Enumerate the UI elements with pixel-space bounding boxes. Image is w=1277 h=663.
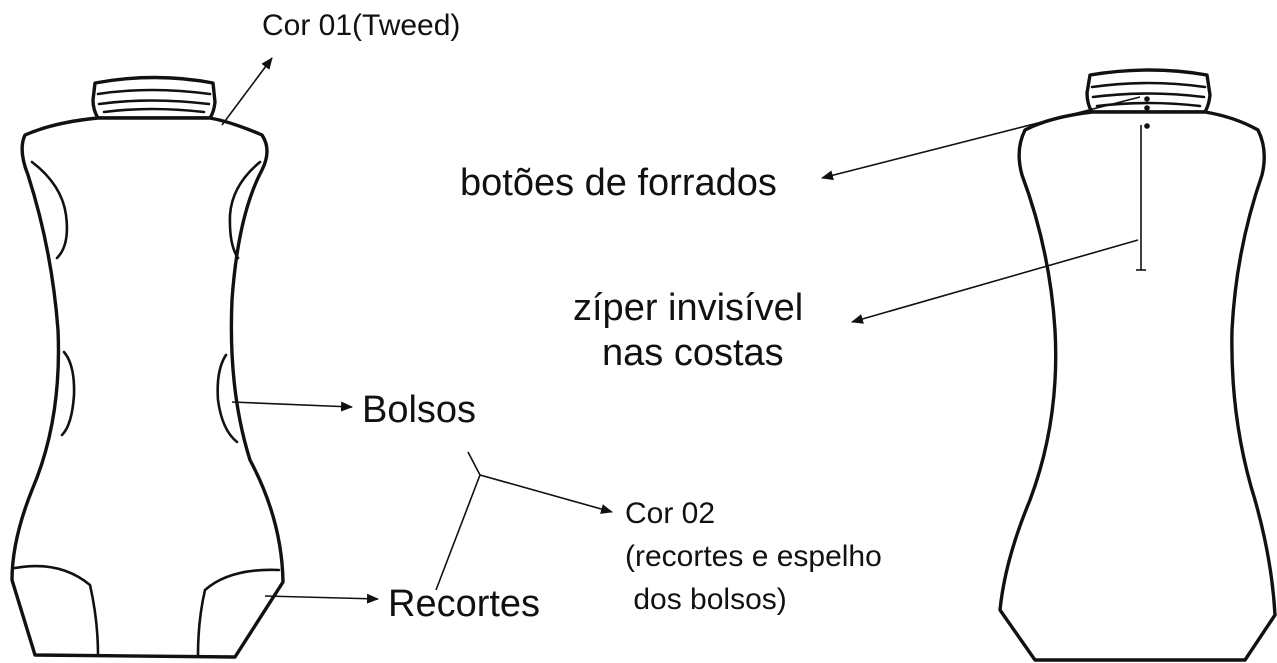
front-body-outline bbox=[10, 116, 285, 659]
front-right-pocket bbox=[216, 353, 239, 444]
label-cor02-line2: (recortes e espelho bbox=[625, 540, 882, 573]
back-body-outline bbox=[998, 110, 1277, 662]
label-bolsos: Bolsos bbox=[362, 389, 476, 431]
cor01-leader-arrow bbox=[221, 57, 273, 126]
recortes-leader-arrow bbox=[264, 593, 379, 604]
label-cor02-line1: Cor 02 bbox=[625, 497, 715, 530]
label-ziper-line2: nas costas bbox=[602, 332, 784, 374]
front-left-side-panel bbox=[30, 160, 69, 260]
ziper-leader-arrow bbox=[851, 239, 1139, 324]
label-cor02-line3: dos bolsos) bbox=[625, 583, 787, 616]
front-left-recorte bbox=[13, 564, 100, 657]
front-left-pocket bbox=[60, 350, 76, 437]
back-collar bbox=[1085, 68, 1212, 114]
front-collar bbox=[91, 75, 217, 120]
botoes-leader-arrow bbox=[821, 96, 1141, 181]
label-cor01: Cor 01(Tweed) bbox=[262, 9, 460, 42]
front-right-side-panel bbox=[228, 160, 262, 260]
label-ziper-line1: zíper invisível bbox=[573, 287, 803, 329]
front-right-recorte bbox=[196, 568, 281, 657]
covered-buttons bbox=[1144, 96, 1150, 129]
back-garment bbox=[998, 68, 1277, 662]
bolsos-leader-arrow bbox=[231, 401, 353, 412]
cor02-connector bbox=[435, 451, 613, 591]
invisible-zipper bbox=[1136, 125, 1146, 271]
front-garment bbox=[10, 75, 285, 659]
label-botoes: botões de forrados bbox=[460, 162, 777, 204]
label-recortes: Recortes bbox=[388, 583, 540, 625]
